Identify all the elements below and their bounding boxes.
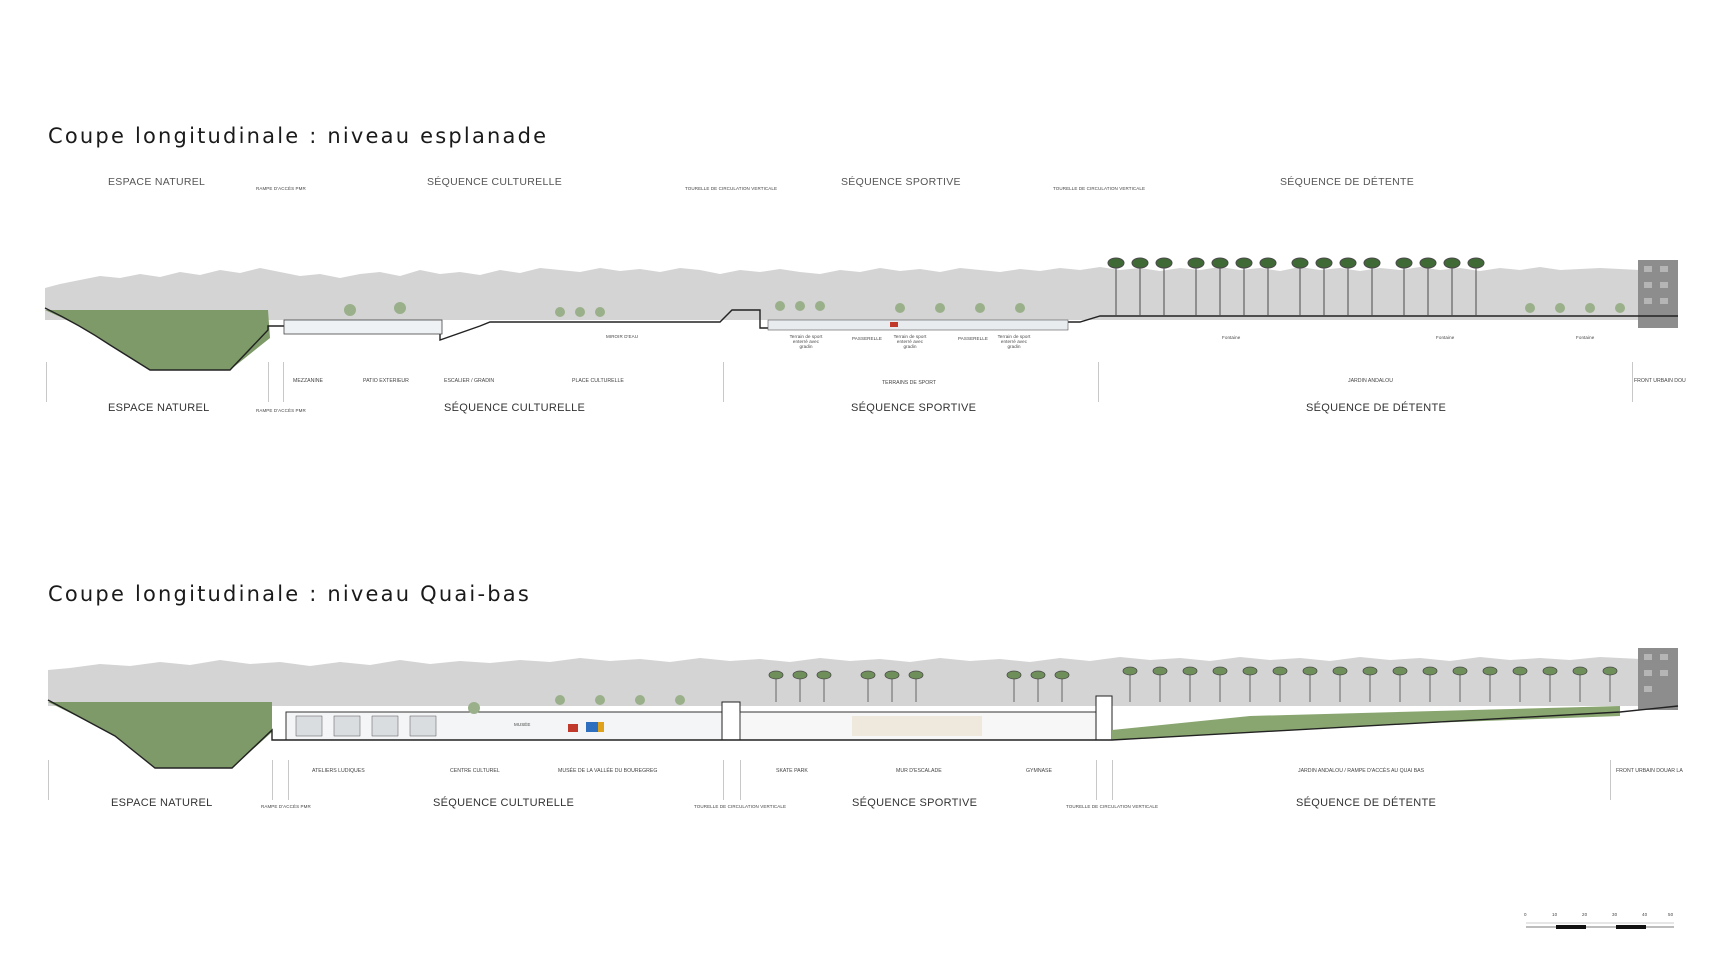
s1-divider — [283, 362, 284, 402]
scale-tick-50: 50 — [1668, 912, 1674, 917]
s2-bottom-header-tourelle-2: TOURELLE DE CIRCULATION VERTICALE — [1066, 804, 1159, 809]
s1-bottom-header-espace-naturel: ESPACE NATUREL — [108, 402, 210, 414]
s1-sub-escalier: ESCALIER / GRADIN — [444, 378, 495, 384]
s2-sub-escalade: MUR D'ESCALADE — [896, 768, 942, 774]
s1-espace-naturel-ravine — [45, 310, 270, 370]
section-1-title: Coupe longitudinale : niveau esplanade — [48, 124, 549, 148]
s1-divider — [268, 362, 269, 402]
s1-sub-patio: PATIO EXTERIEUR — [363, 378, 409, 384]
s2-sub-jardin: JARDIN ANDALOU / RAMPE D'ACCÈS AU QUAI B… — [1298, 768, 1425, 774]
s1-top-header-sportive: SÉQUENCE SPORTIVE — [841, 176, 961, 188]
s2-bottom-header-culturelle: SÉQUENCE CULTURELLE — [433, 797, 575, 809]
s1-palm-trees — [1107, 257, 1485, 316]
s1-round-trees — [344, 301, 1625, 317]
s1-bottom-header-sportive: SÉQUENCE SPORTIVE — [851, 402, 977, 414]
s1-sport-area — [767, 319, 1069, 331]
scale-tick-20: 20 — [1582, 912, 1588, 917]
s2-bottom-header-detente: SÉQUENCE DE DÉTENTE — [1296, 797, 1437, 809]
s1-label-miroir: MIROIR D'EAU — [606, 334, 639, 339]
s2-bottom-header-espace-naturel: ESPACE NATUREL — [111, 797, 213, 809]
s1-label-passerelle-2: PASSERELLE — [958, 336, 988, 341]
s2-sub-gymnase: GYMNASE — [1026, 768, 1052, 774]
s1-city-backdrop — [45, 267, 1678, 320]
section-1-drawing — [44, 257, 1678, 371]
s2-sub-musee: MUSÉE DE LA VALLÉE DU BOUREGREG — [558, 768, 658, 774]
s1-sub-place: PLACE CULTURELLE — [572, 378, 624, 384]
s1-divider — [1098, 362, 1099, 402]
s2-divider — [48, 760, 49, 800]
s1-bottom-header-culturelle: SÉQUENCE CULTURELLE — [444, 402, 586, 414]
section-2-title: Coupe longitudinale : niveau Quai-bas — [48, 582, 531, 606]
s1-bottom-header-detente: SÉQUENCE DE DÉTENTE — [1306, 402, 1447, 414]
s1-top-header-culturelle: SÉQUENCE CULTURELLE — [427, 176, 563, 188]
s2-divider — [1112, 760, 1113, 800]
s1-divider — [1632, 362, 1633, 402]
s1-label-fontaine-2: Fontaine — [1436, 335, 1455, 340]
s2-divider — [1096, 760, 1097, 800]
s2-espace-naturel-ravine — [48, 702, 272, 768]
s1-divider — [46, 362, 47, 402]
s2-bottom-header-rampe: RAMPE D'ACCÈS PMR — [261, 804, 311, 809]
s1-label-terrain-1: Terrain de sport enterré avec gradin — [789, 334, 823, 349]
s1-label-terrain-3: Terrain de sport enterré avec gradin — [997, 334, 1031, 349]
scale-bar: 0 10 20 30 40 50 — [1524, 912, 1676, 934]
s1-label-terrain-2: Terrain de sport enterré avec gradin — [893, 334, 927, 349]
s1-label-passerelle-1: PASSERELLE — [852, 336, 882, 341]
s1-label-fontaine-3: Fontaine — [1576, 335, 1595, 340]
s2-divider — [1610, 760, 1611, 800]
s2-jardin-lawn — [1112, 706, 1620, 740]
s2-sub-front: FRONT URBAIN DOUAR LA — [1616, 768, 1683, 774]
s2-tourelle-2 — [1095, 695, 1113, 741]
s2-ground-line — [47, 699, 1679, 769]
s2-label-musee-tag: MUSÉE — [514, 722, 531, 727]
section-2-drawing — [47, 648, 1679, 769]
s1-top-header-espace-naturel: ESPACE NATUREL — [108, 176, 206, 188]
s1-sub-jardin: JARDIN ANDALOU — [1348, 378, 1393, 384]
scale-tick-40: 40 — [1642, 912, 1648, 917]
scale-tick-10: 10 — [1552, 912, 1558, 917]
s2-sub-ateliers: ATELIERS LUDIQUES — [312, 768, 365, 774]
s2-divider — [723, 760, 724, 800]
s2-palm-trees — [768, 666, 1618, 702]
s1-top-header-detente: SÉQUENCE DE DÉTENTE — [1280, 176, 1415, 188]
s1-bottom-header-rampe: RAMPE D'ACCÈS PMR — [256, 408, 306, 413]
s2-bottom-header-tourelle-1: TOURELLE DE CIRCULATION VERTICALE — [694, 804, 787, 809]
s1-top-header-tourelle-1: TOURELLE DE CIRCULATION VERTICALE — [685, 186, 778, 191]
s2-city-backdrop — [48, 657, 1678, 706]
s1-top-header-tourelle-2: TOURELLE DE CIRCULATION VERTICALE — [1053, 186, 1146, 191]
s2-round-trees — [468, 695, 685, 714]
s1-sub-terrains: TERRAINS DE SPORT — [882, 380, 937, 386]
s1-label-fontaine-1: Fontaine — [1222, 335, 1241, 340]
s1-divider — [723, 362, 724, 402]
s2-sub-skate: SKATE PARK — [776, 768, 808, 774]
s2-bottom-header-sportive: SÉQUENCE SPORTIVE — [852, 797, 978, 809]
s2-divider — [272, 760, 273, 800]
s2-divider — [740, 760, 741, 800]
s2-tourelle-1 — [721, 701, 741, 741]
scale-tick-0: 0 — [1524, 912, 1527, 917]
s1-top-header-rampe: RAMPE D'ACCÈS PMR — [256, 186, 306, 191]
s2-sub-centre: CENTRE CULTUREL — [450, 768, 500, 774]
scale-tick-30: 30 — [1612, 912, 1618, 917]
s1-cultural-building — [283, 319, 443, 335]
s2-divider — [288, 760, 289, 800]
s1-sub-mezzanine: MEZZANINE — [293, 378, 323, 384]
s1-sub-front: FRONT URBAIN DOU — [1634, 378, 1686, 384]
scale-bar-graphic — [1526, 922, 1674, 929]
